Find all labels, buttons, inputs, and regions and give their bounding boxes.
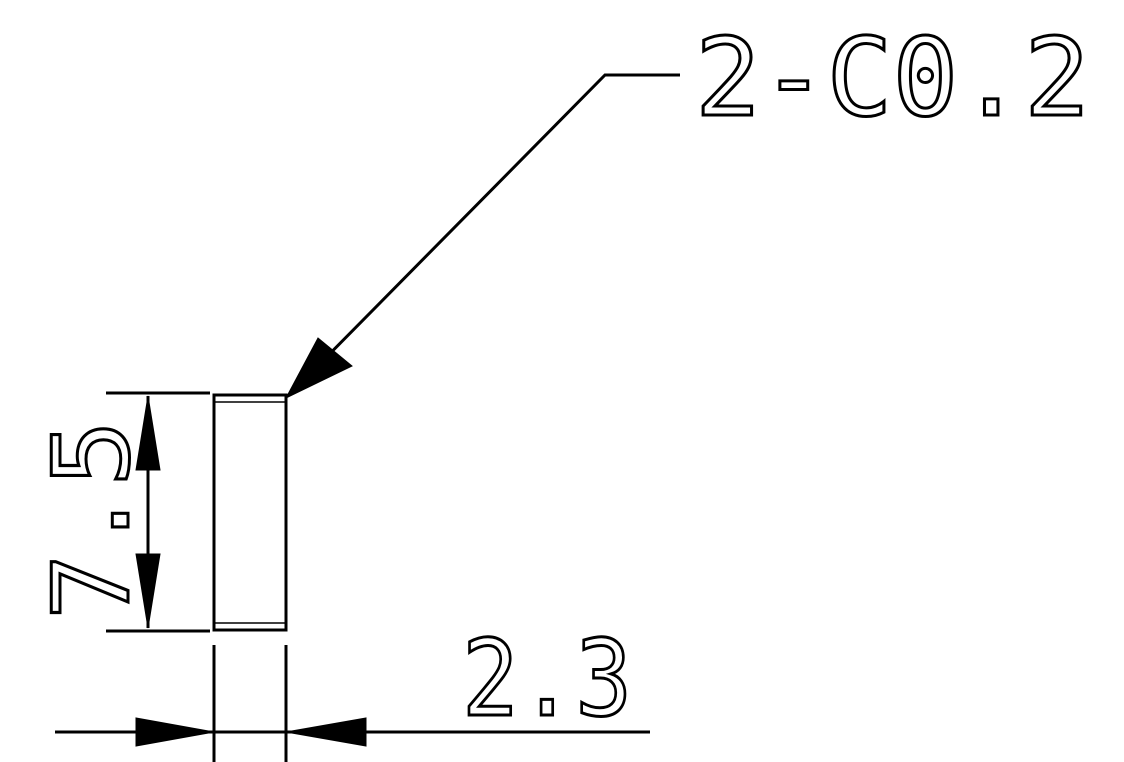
width-dimension (55, 645, 650, 762)
width-arrow-left (135, 717, 215, 747)
chamfer-leader (284, 73, 680, 400)
height-dimension (106, 391, 210, 633)
chamfer-callout-label: 2-C0.2 (695, 16, 1090, 141)
height-dimension-label: 7.5 (31, 420, 153, 620)
leader-arrowhead (284, 337, 353, 400)
height-arrow-down (135, 553, 161, 629)
part-outline (212, 393, 288, 632)
width-arrow-right (285, 717, 367, 747)
height-arrow-up (135, 395, 161, 471)
width-dimension-label: 2.3 (462, 618, 632, 740)
